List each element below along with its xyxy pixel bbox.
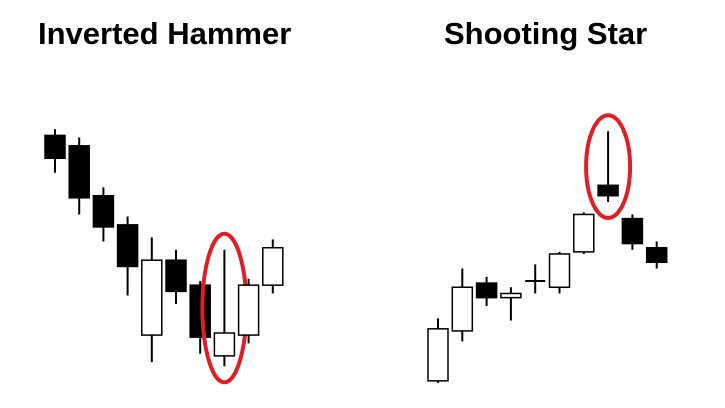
candle-body-bearish: [44, 134, 66, 160]
candle-body-bearish: [189, 284, 211, 338]
candle-body-bearish: [116, 224, 139, 268]
shooting-star-candle-10: [645, 241, 668, 269]
shooting-star-panel: [427, 113, 668, 383]
candle-body-bullish: [573, 213, 595, 253]
inverted-hammer-candle-1: [44, 129, 66, 173]
shooting-star-candle-2: [451, 268, 474, 342]
inverted-hammer-candle-8: [213, 249, 236, 367]
candle-body-bearish: [475, 282, 498, 299]
candle-body-bearish: [621, 217, 644, 245]
candle-body-bearish: [165, 259, 187, 293]
candle-body-bearish: [597, 184, 619, 197]
inverted-hammer-candle-3: [92, 187, 115, 242]
panel-title-shooting-star: Shooting Star: [444, 16, 648, 51]
shooting-star-candle-3: [475, 276, 498, 306]
shooting-star-candle-6: [548, 251, 571, 294]
shooting-star-candle-1: [427, 318, 449, 383]
inverted-hammer-candle-9: [237, 278, 260, 344]
candle-body-bearish: [92, 194, 115, 228]
shooting-star-candle-5: [525, 264, 546, 294]
candle-body-bullish: [237, 284, 260, 336]
inverted-hammer-candle-10: [262, 239, 284, 294]
inverted-hammer-candle-2: [68, 137, 90, 215]
panel-title-inverted-hammer: Inverted Hammer: [38, 16, 292, 51]
candle-body-bullish: [451, 286, 474, 332]
inverted-hammer-candle-4: [116, 216, 139, 296]
candle-body-bullish: [427, 328, 449, 382]
shooting-star-candle-4: [500, 287, 522, 321]
candle-body-bullish: [548, 253, 571, 288]
candle-body-bearish: [645, 246, 668, 264]
inverted-hammer-candle-7: [189, 281, 211, 354]
shooting-star-candle-8: [597, 131, 619, 202]
candle-body-bearish: [68, 145, 90, 199]
inverted-hammer-candle-6: [165, 249, 187, 304]
candle-body-bullish: [141, 259, 163, 336]
inverted-hammer-candle-5: [141, 237, 163, 363]
candle-body-bullish: [500, 292, 522, 299]
shooting-star-highlight-ring: [584, 113, 633, 220]
inverted-hammer-panel: [44, 129, 284, 385]
candle-body-bullish: [213, 332, 236, 357]
shooting-star-candle-7: [573, 212, 595, 254]
candle-body-bullish: [262, 246, 284, 286]
shooting-star-candle-9: [621, 214, 644, 250]
